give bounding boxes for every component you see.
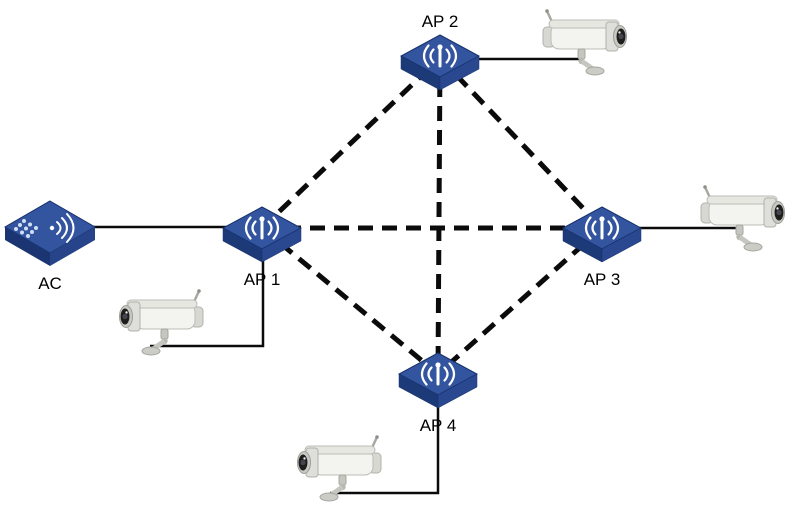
node-camera-ap2: [540, 8, 640, 80]
node-label-ac: AC: [38, 274, 62, 293]
mesh-link-ap1-ap2: [260, 56, 442, 230]
node-ap2: AP 2: [400, 10, 480, 96]
mesh-link-ap2-ap4: [435, 57, 443, 375]
camera-icon: [540, 8, 640, 80]
mesh-link-ap2-ap3: [438, 56, 604, 230]
camera-icon: [106, 288, 206, 360]
access-point-icon: [400, 34, 480, 92]
node-ap1: AP 1: [222, 206, 302, 292]
access-point-icon: [398, 352, 478, 410]
mesh-link-ap1-ap4: [260, 226, 440, 376]
node-ap3: AP 3: [562, 206, 642, 292]
access-point-icon: [562, 206, 642, 264]
camera-icon: [284, 434, 384, 506]
node-label-ap2: AP 2: [421, 12, 459, 31]
mesh-link-ap3-ap4: [436, 226, 604, 376]
wire-ap1-camera: [150, 252, 265, 348]
camera-icon: [698, 184, 798, 256]
access-point-icon: [222, 206, 302, 264]
node-label-ap1: AP 1: [243, 270, 281, 289]
wire-ap4-camera: [330, 402, 440, 495]
node-label-ap3: AP 3: [583, 270, 621, 289]
node-camera-ap4: [284, 434, 384, 506]
node-ac: AC: [2, 200, 98, 296]
access-controller-icon: [4, 200, 96, 267]
node-camera-ap1: [106, 288, 206, 360]
node-camera-ap3: [698, 184, 798, 256]
node-label-ap4: AP 4: [419, 416, 457, 435]
node-ap4: AP 4: [398, 352, 478, 438]
